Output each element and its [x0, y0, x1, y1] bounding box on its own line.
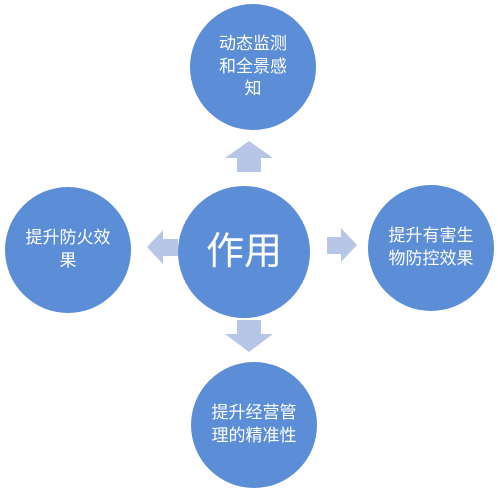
node-bottom: 提升经营管理的精准性: [191, 362, 317, 488]
node-left: 提升防火效果: [5, 187, 131, 313]
node-top: 动态监测和全景感知: [190, 4, 316, 130]
center-node: 作用: [178, 186, 310, 318]
node-right: 提升有害生物防控效果: [368, 185, 494, 311]
arrow-left: [147, 230, 178, 264]
node-top-label: 动态监测和全景感知: [219, 33, 287, 100]
arrow-up: [225, 141, 273, 172]
center-label: 作用: [205, 229, 282, 274]
node-right-label: 提升有害生物防控效果: [388, 226, 474, 269]
node-bottom-label: 提升经营管理的精准性: [211, 403, 297, 446]
arrow-down: [225, 320, 273, 352]
arrow-right: [327, 228, 357, 262]
node-left-label: 提升防火效果: [25, 228, 111, 271]
